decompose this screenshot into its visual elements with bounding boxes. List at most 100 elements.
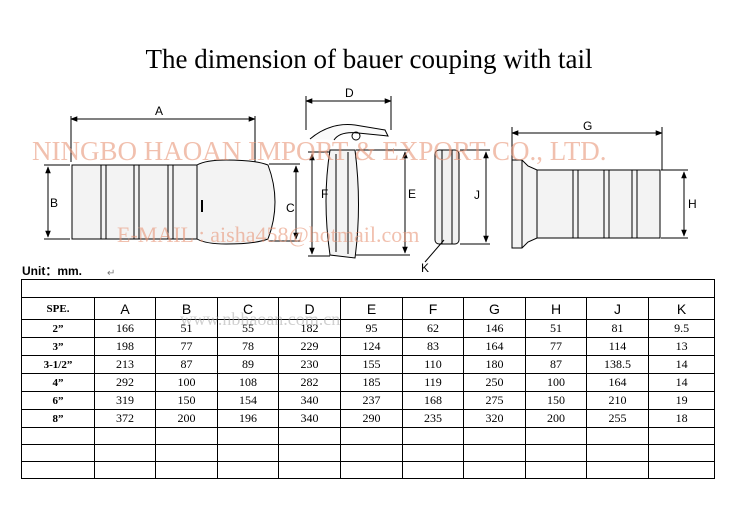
dim-label-f: F	[321, 187, 328, 201]
header-cell: D	[278, 297, 341, 320]
coupling-lever-view	[305, 96, 410, 259]
dim-label-j: J	[474, 188, 480, 202]
table-cell: 320	[463, 409, 526, 428]
table-cell: 9.5	[647, 319, 716, 338]
header-cell: K	[647, 297, 716, 320]
table-cell: 150	[525, 391, 587, 410]
dim-label-d: D	[345, 86, 354, 100]
table-cell: 87	[525, 355, 587, 374]
table-cell: 372	[94, 409, 156, 428]
table-cell: 87	[155, 355, 218, 374]
header-cell: E	[340, 297, 403, 320]
table-header-row: SPE. A B C D E F G H J K	[21, 297, 716, 320]
table-cell: 14	[647, 373, 716, 392]
table-cell: 114	[586, 337, 649, 356]
table-blank-row	[21, 461, 716, 479]
dim-label-c: C	[286, 201, 295, 215]
table-row: 2” 166 51 55 182 95 62 146 51 81 9.5	[21, 319, 716, 338]
table-cell: 19	[647, 391, 716, 410]
table-cell: 119	[402, 373, 464, 392]
table-cell: 340	[278, 409, 341, 428]
table-cell: 166	[94, 319, 156, 338]
table-cell: 83	[402, 337, 464, 356]
header-cell: J	[586, 297, 649, 320]
table-cell: 77	[525, 337, 587, 356]
dim-label-g: G	[583, 119, 592, 133]
table-cell: 250	[463, 373, 526, 392]
size-cell: 6”	[21, 391, 95, 410]
table-cell: 168	[402, 391, 464, 410]
dimension-table: SPE. A B C D E F G H J K 2” 166 51 55 18…	[20, 279, 716, 479]
header-cell: C	[217, 297, 279, 320]
coupling-tail-view	[511, 127, 688, 249]
table-blank-row	[21, 444, 716, 462]
table-cell: 100	[155, 373, 218, 392]
table-row: 3-1/2” 213 87 89 230 155 110 180 87 138.…	[21, 355, 716, 374]
table-cell: 78	[217, 337, 279, 356]
table-cell: 124	[340, 337, 403, 356]
table-cell: 182	[278, 319, 341, 338]
header-cell: H	[525, 297, 587, 320]
table-row: 4” 292 100 108 282 185 119 250 100 164 1…	[21, 373, 716, 392]
size-cell: 3”	[21, 337, 95, 356]
table-cell: 13	[647, 337, 716, 356]
table-cell: 51	[155, 319, 218, 338]
dim-label-h: H	[688, 197, 697, 211]
header-cell: G	[463, 297, 526, 320]
coupling-drawing: A B C D E F G H J K	[44, 86, 697, 275]
table-cell: 185	[340, 373, 403, 392]
table-cell: 200	[525, 409, 587, 428]
table-cell: 18	[647, 409, 716, 428]
dim-label-k: K	[421, 261, 429, 275]
size-cell: 3-1/2”	[21, 355, 95, 374]
table-cell: 275	[463, 391, 526, 410]
table-cell: 55	[217, 319, 279, 338]
table-blank-row	[21, 427, 716, 445]
table-row: 8” 372 200 196 340 290 235 320 200 255 1…	[21, 409, 716, 428]
table-cell: 282	[278, 373, 341, 392]
coupling-side-view	[44, 116, 300, 245]
size-cell: 4”	[21, 373, 95, 392]
dim-label-b: B	[50, 196, 58, 210]
table-cell: 164	[586, 373, 649, 392]
paragraph-mark-icon: ↵	[107, 268, 116, 279]
table-cell: 229	[278, 337, 341, 356]
table-cell: 95	[340, 319, 403, 338]
table-cell: 180	[463, 355, 526, 374]
table-cell: 319	[94, 391, 156, 410]
table-row: 3” 198 77 78 229 124 83 164 77 114 13	[21, 337, 716, 356]
table-cell: 138.5	[586, 355, 649, 374]
table-cell: 81	[586, 319, 649, 338]
table-cell: 198	[94, 337, 156, 356]
table-cell: 210	[586, 391, 649, 410]
table-cell: 155	[340, 355, 403, 374]
table-cell: 77	[155, 337, 218, 356]
table-cell: 89	[217, 355, 279, 374]
table-cell: 200	[155, 409, 218, 428]
header-cell: A	[94, 297, 156, 320]
table-cell: 110	[402, 355, 464, 374]
table-cell: 213	[94, 355, 156, 374]
table-cell: 150	[155, 391, 218, 410]
table-cell: 62	[402, 319, 464, 338]
dim-label-e: E	[408, 187, 416, 201]
table-cell: 292	[94, 373, 156, 392]
table-cell: 237	[340, 391, 403, 410]
header-cell: SPE.	[21, 297, 95, 320]
table-row: 6” 319 150 154 340 237 168 275 150 210 1…	[21, 391, 716, 410]
seal-ring-view	[424, 149, 490, 263]
table-cell: 14	[647, 355, 716, 374]
dim-label-a: A	[155, 104, 163, 118]
page-title: The dimension of bauer couping with tail	[145, 44, 593, 74]
table-cell: 235	[402, 409, 464, 428]
size-cell: 8”	[21, 409, 95, 428]
header-cell: B	[155, 297, 218, 320]
table-cell: 340	[278, 391, 341, 410]
table-cell: 100	[525, 373, 587, 392]
table-cell: 255	[586, 409, 649, 428]
unit-label: Unit：mm.	[22, 264, 83, 278]
table-cell: 154	[217, 391, 279, 410]
table-cell: 146	[463, 319, 526, 338]
size-cell: 2”	[21, 319, 95, 338]
header-cell: F	[402, 297, 464, 320]
